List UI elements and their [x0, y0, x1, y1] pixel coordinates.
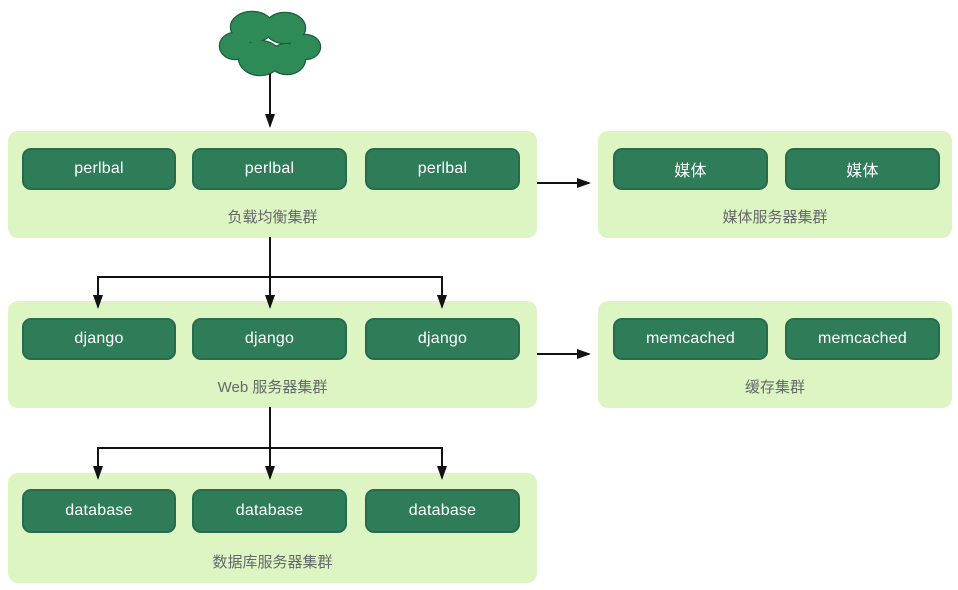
node-django-1: django — [22, 318, 176, 360]
node-perlbal-1: perlbal — [22, 148, 176, 190]
node-memcached-2: memcached — [785, 318, 940, 360]
cluster-label-web: Web 服务器集群 — [217, 379, 328, 396]
cluster-media: 媒体 媒体 媒体服务器集群 — [598, 131, 952, 238]
node-database-1: database — [22, 489, 176, 533]
cluster-label-cache: 缓存集群 — [744, 379, 805, 396]
node-media-1: 媒体 — [613, 148, 768, 190]
cluster-label-load-balancer: 负载均衡集群 — [227, 209, 318, 226]
node-media-2: 媒体 — [785, 148, 940, 190]
node-perlbal-2: perlbal — [192, 148, 347, 190]
node-django-3: django — [365, 318, 520, 360]
cloud-icon — [218, 10, 322, 77]
cluster-cache: memcached memcached 缓存集群 — [598, 301, 952, 408]
node-perlbal-3: perlbal — [365, 148, 520, 190]
cluster-label-media: 媒体服务器集群 — [722, 209, 828, 226]
node-memcached-1: memcached — [613, 318, 768, 360]
cluster-database: database database database 数据库服务器集群 — [8, 473, 537, 583]
cluster-label-database: 数据库服务器集群 — [212, 554, 333, 571]
node-database-3: database — [365, 489, 520, 533]
node-django-2: django — [192, 318, 347, 360]
cluster-web: django django django Web 服务器集群 — [8, 301, 537, 408]
cluster-load-balancer: perlbal perlbal perlbal 负载均衡集群 — [8, 131, 537, 238]
node-database-2: database — [192, 489, 347, 533]
